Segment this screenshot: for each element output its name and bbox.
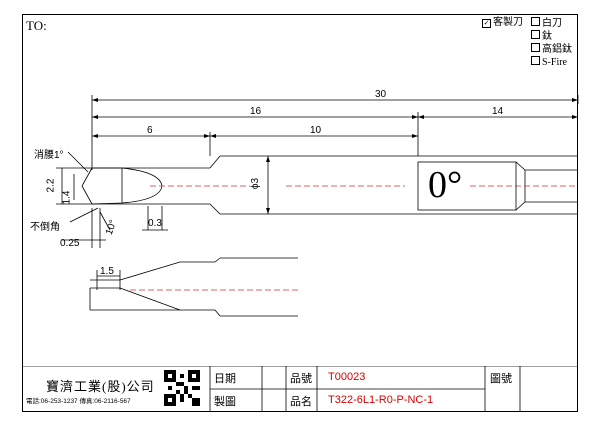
dim-6: 6 [147,125,153,136]
dim-2-2: 2.2 [45,178,57,193]
part-no-label: 品號 [290,373,312,385]
drawing-frame [22,14,578,412]
checkbox-icon[interactable] [531,56,540,65]
title-block: 寶濟工業(股)公司 電話:06-253-1237 傳真:06-2116-567 … [22,366,578,412]
qr-code-icon [164,370,200,406]
checkbox-icon[interactable] [531,43,540,52]
option-sfire[interactable]: S-Fire [531,56,567,69]
drawing-no-label: 圖號 [490,373,512,385]
company-name: 寶濟工業(股)公司 [46,379,155,394]
drawn-label: 製圖 [214,396,236,408]
option-altin[interactable]: 高鋁鈦 [531,43,572,56]
dim-dia-3: ϕ3 [250,177,262,190]
dim-overall: 30 [375,89,387,100]
checkbox-checked-icon[interactable]: ✓ [482,19,491,28]
dim-1-4: 1.4 [61,190,73,205]
option-white-tool[interactable]: 白刀 [531,17,562,30]
dim-0-3: 0.3 [148,218,162,229]
title-block-grid [22,366,578,412]
dim-10: 10 [310,125,322,136]
dim-1-5: 1.5 [100,266,114,277]
option-titanium[interactable]: 鈦 [531,30,552,43]
checkbox-icon[interactable] [531,30,540,39]
dim-16: 16 [250,106,262,117]
angle-zero-label: 0° [428,164,463,206]
checkbox-icon[interactable] [531,17,540,26]
date-label: 日期 [214,373,236,385]
dim-14: 14 [492,106,504,117]
company-contact: 電話:06-253-1237 傳真:06-2116-567 [26,398,131,405]
dim-0-25: 0.25 [60,238,80,249]
option-custom-tool[interactable]: ✓客製刀 [482,17,523,28]
note-no-chamfer: 不倒角 [30,222,60,233]
part-name-value: T322-6L1-R0-P-NC-1 [328,394,434,406]
part-name-label: 品名 [290,396,312,408]
part-no-value: T00023 [328,371,366,383]
note-relief: 消腰1° [34,150,64,161]
to-label: TO: [26,18,47,33]
